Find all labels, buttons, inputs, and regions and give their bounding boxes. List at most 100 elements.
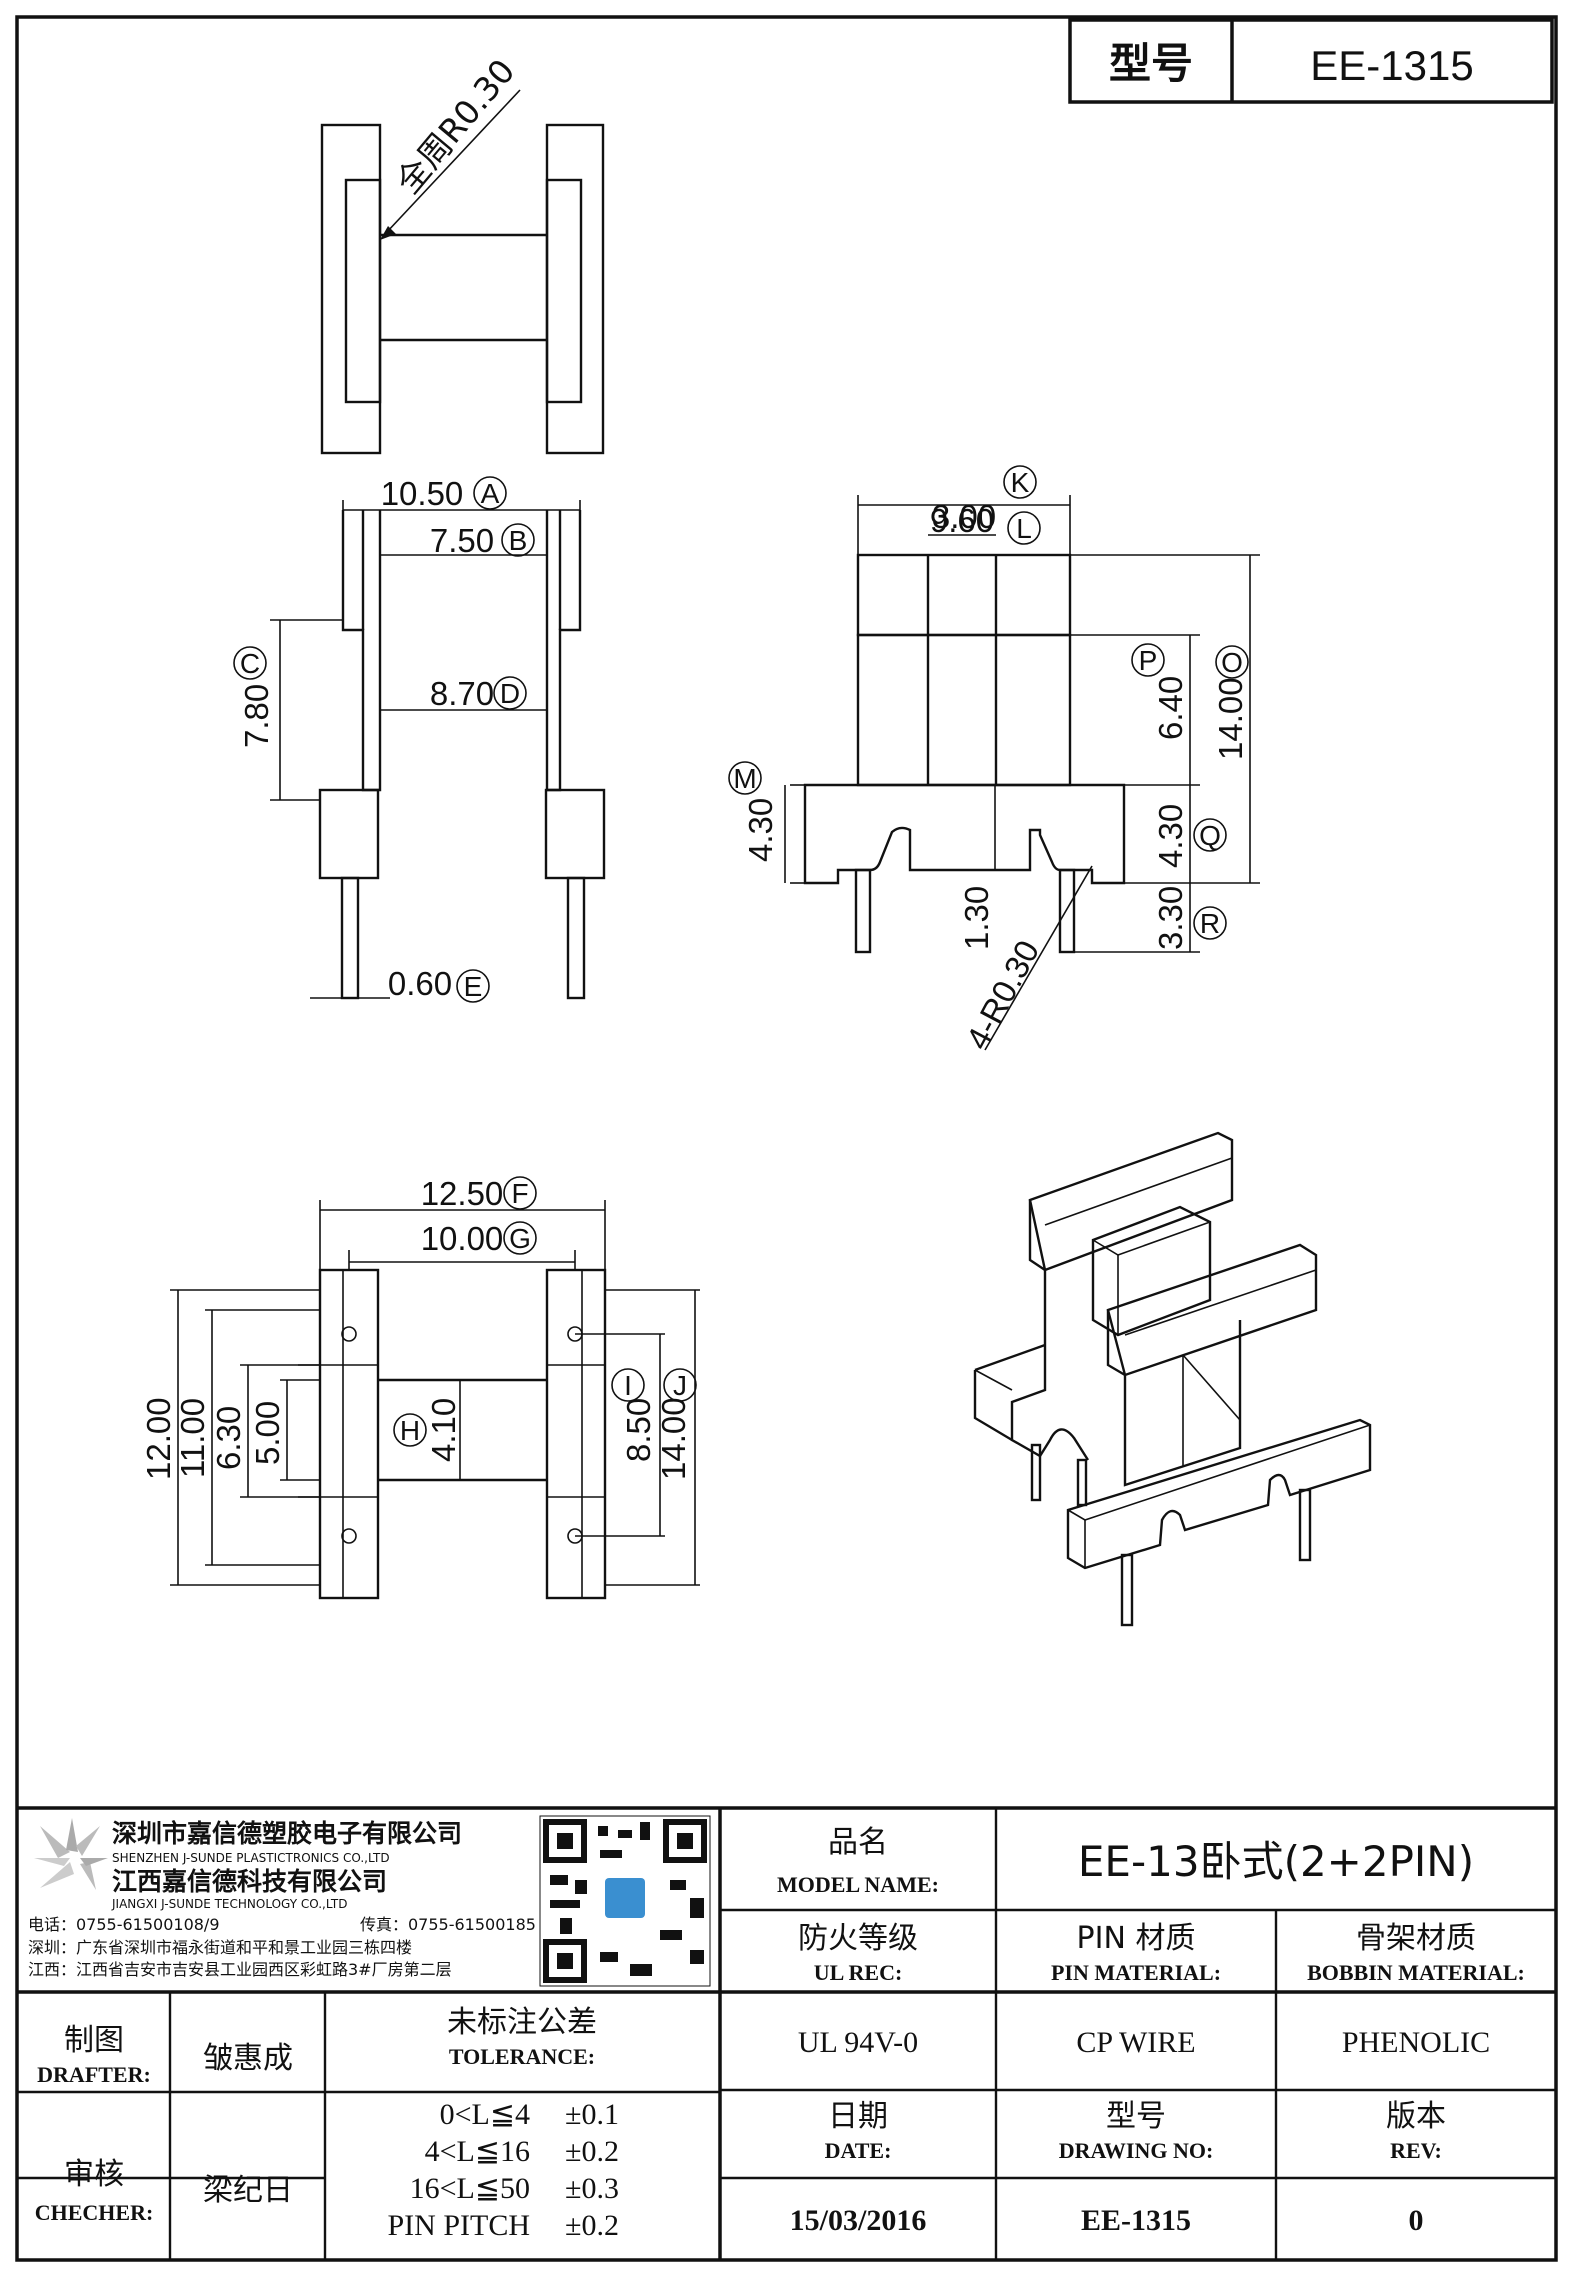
- tolerance-value-3: ±0.2: [565, 2209, 619, 2242]
- dim-side-0: 9.60: [930, 502, 994, 539]
- drawing-no-label-en: DRAWING NO:: [1059, 2138, 1214, 2163]
- tolerance-range-0: 0<L≦4: [440, 2098, 530, 2131]
- company-name2-en: JIANGXI J-SUNDE TECHNOLOGY CO.,LTD: [111, 1897, 347, 1911]
- dim-bottom-3-tag: I: [624, 1370, 632, 1401]
- sheet-border: [15, 15, 1558, 2262]
- pin-material-value: CP WIRE: [1076, 2026, 1195, 2059]
- dim-side-3-tag: O: [1221, 647, 1243, 678]
- dim-bottom-2-tag: H: [400, 1415, 420, 1446]
- dim-bottom-0-tag: F: [511, 1178, 528, 1209]
- dim-front-4-tag: E: [464, 971, 483, 1002]
- dim-side-1-tag: L: [1016, 513, 1032, 544]
- top-view: 全周R0.30: [320, 52, 605, 455]
- dim-side-6: 3.30: [1152, 886, 1189, 950]
- drawing-no-value: EE-1315: [1081, 2204, 1191, 2237]
- date-value: 15/03/2016: [790, 2204, 927, 2237]
- ul-value: UL 94V-0: [798, 2026, 918, 2059]
- model-code: EE-1315: [1310, 42, 1473, 89]
- tolerance-range-3: PIN PITCH: [387, 2209, 530, 2242]
- dim-side-0-tag: K: [1011, 467, 1030, 498]
- dim-front-0-tag: A: [481, 478, 500, 509]
- drafter-label-cn: 制图: [64, 2023, 124, 2058]
- dim-front-4: 0.60: [388, 965, 452, 1002]
- dim-side-7: 1.30: [958, 886, 995, 950]
- company-fax: 传真：0755-61500185: [360, 1915, 536, 1934]
- company-address-jx: 江西：江西省吉安市吉安县工业园西区彩虹路3#厂房第二层: [28, 1960, 452, 1979]
- tolerance-range-1: 4<L≦16: [425, 2135, 530, 2168]
- company-logo: [34, 1818, 108, 1890]
- drawing-no-label-cn: 型号: [1106, 2099, 1166, 2134]
- front-view: 10.50 A 7.50 B 7.80 C 8.70 D 0.60 E: [233, 475, 606, 1003]
- tolerance-value-2: ±0.3: [565, 2172, 619, 2205]
- drafter-label-en: DRAFTER:: [37, 2062, 151, 2087]
- dim-front-1: 7.50: [430, 522, 494, 559]
- date-label-en: DATE:: [825, 2138, 892, 2163]
- bobbin-material-value: PHENOLIC: [1342, 2026, 1490, 2059]
- company-name-cn: 深圳市嘉信德塑胶电子有限公司: [112, 1819, 462, 1848]
- dim-bottom-6: 11.00: [174, 1398, 211, 1478]
- dim-bottom-0: 12.50: [421, 1175, 504, 1212]
- rev-value: 0: [1409, 2204, 1424, 2237]
- ul-label-en: UL REC:: [814, 1960, 903, 1985]
- dim-side-5-tag: Q: [1199, 820, 1221, 851]
- checker-label-en: CHECHER:: [35, 2200, 154, 2225]
- qr-code: [539, 1815, 711, 1987]
- header-box: 型号 EE-1315: [1068, 18, 1554, 104]
- bottom-view: 12.50 F 10.00 G H 4.10 8.50 I 14.00 J 12…: [140, 1175, 700, 1600]
- checker-label-cn: 审核: [64, 2157, 124, 2192]
- dim-bottom-1-tag: G: [509, 1223, 531, 1254]
- title-block: 深圳市嘉信德塑胶电子有限公司 SHENZHEN J-SUNDE PLASTICT…: [17, 1806, 1556, 2260]
- dim-front-3-tag: D: [500, 678, 520, 709]
- pin-material-label-cn: PIN 材质: [1077, 1921, 1196, 1956]
- top-radius-note: 全周R0.30: [388, 52, 522, 201]
- bobbin-material-label-cn: 骨架材质: [1356, 1921, 1476, 1956]
- tolerance-label-en: TOLERANCE:: [449, 2044, 595, 2069]
- company-address-sz: 深圳：广东省深圳市福永街道和平和景工业园三栋四楼: [28, 1938, 412, 1957]
- tolerance-value-1: ±0.2: [565, 2135, 619, 2168]
- dim-side-2: 6.40: [1152, 676, 1189, 740]
- company-name2-cn: 江西嘉信德科技有限公司: [112, 1867, 387, 1896]
- dim-bottom-2: 4.10: [425, 1398, 462, 1462]
- company-name-en: SHENZHEN J-SUNDE PLASTICTRONICS CO.,LTD: [112, 1851, 390, 1865]
- dim-bottom-4: 14.00: [655, 1397, 692, 1480]
- model-name-label-en: MODEL NAME:: [777, 1872, 939, 1897]
- dim-front-2: 7.80: [238, 684, 275, 748]
- type-label: 型号: [1109, 39, 1193, 88]
- dim-bottom-3: 8.50: [620, 1398, 657, 1462]
- company-phone: 电话：0755-61500108/9: [28, 1915, 220, 1934]
- dim-side-1: 3.00: [932, 498, 996, 535]
- tolerance-value-0: ±0.1: [565, 2098, 619, 2131]
- pin-material-label-en: PIN MATERIAL:: [1051, 1960, 1221, 1985]
- dim-bottom-5: 12.00: [140, 1397, 177, 1480]
- model-name-value: EE-13卧式(2+2PIN): [1078, 1837, 1474, 1886]
- dim-front-0: 10.50: [381, 475, 464, 512]
- ul-label-cn: 防火等级: [798, 1921, 918, 1956]
- dim-side-4: 4.30: [742, 798, 779, 862]
- checker-name: 梁纪日: [203, 2173, 293, 2208]
- dim-bottom-7: 6.30: [210, 1406, 247, 1470]
- date-label-cn: 日期: [828, 2099, 888, 2134]
- dim-bottom-1: 10.00: [421, 1220, 504, 1257]
- dim-front-2-tag: C: [240, 648, 260, 679]
- dim-front-3: 8.70: [430, 675, 494, 712]
- model-name-label-cn: 品名: [828, 1825, 888, 1860]
- dim-front-1-tag: B: [509, 525, 528, 556]
- dim-side-4-tag: M: [733, 763, 756, 794]
- drafter-name: 皱惠成: [203, 2041, 293, 2076]
- rev-label-en: REV:: [1390, 2138, 1442, 2163]
- tolerance-range-2: 16<L≦50: [410, 2172, 530, 2205]
- dim-side-5: 4.30: [1152, 804, 1189, 868]
- tolerance-label-cn: 未标注公差: [447, 2005, 597, 2040]
- dim-side-6-tag: R: [1200, 908, 1220, 939]
- rev-label-cn: 版本: [1386, 2099, 1446, 2134]
- dim-side-3: 14.00: [1212, 677, 1249, 760]
- side-view: 9.60 K 3.00 L 6.40 P 14.00 O 4.30 M 4.30…: [728, 465, 1260, 1055]
- isometric-view: [973, 1131, 1372, 1627]
- bobbin-material-label-en: BOBBIN MATERIAL:: [1307, 1960, 1525, 1985]
- dim-bottom-4-tag: J: [673, 1370, 687, 1401]
- dim-side-2-tag: P: [1139, 645, 1158, 676]
- side-radius-note: 4-R0.30: [959, 934, 1047, 1055]
- dim-bottom-8: 5.00: [249, 1401, 286, 1465]
